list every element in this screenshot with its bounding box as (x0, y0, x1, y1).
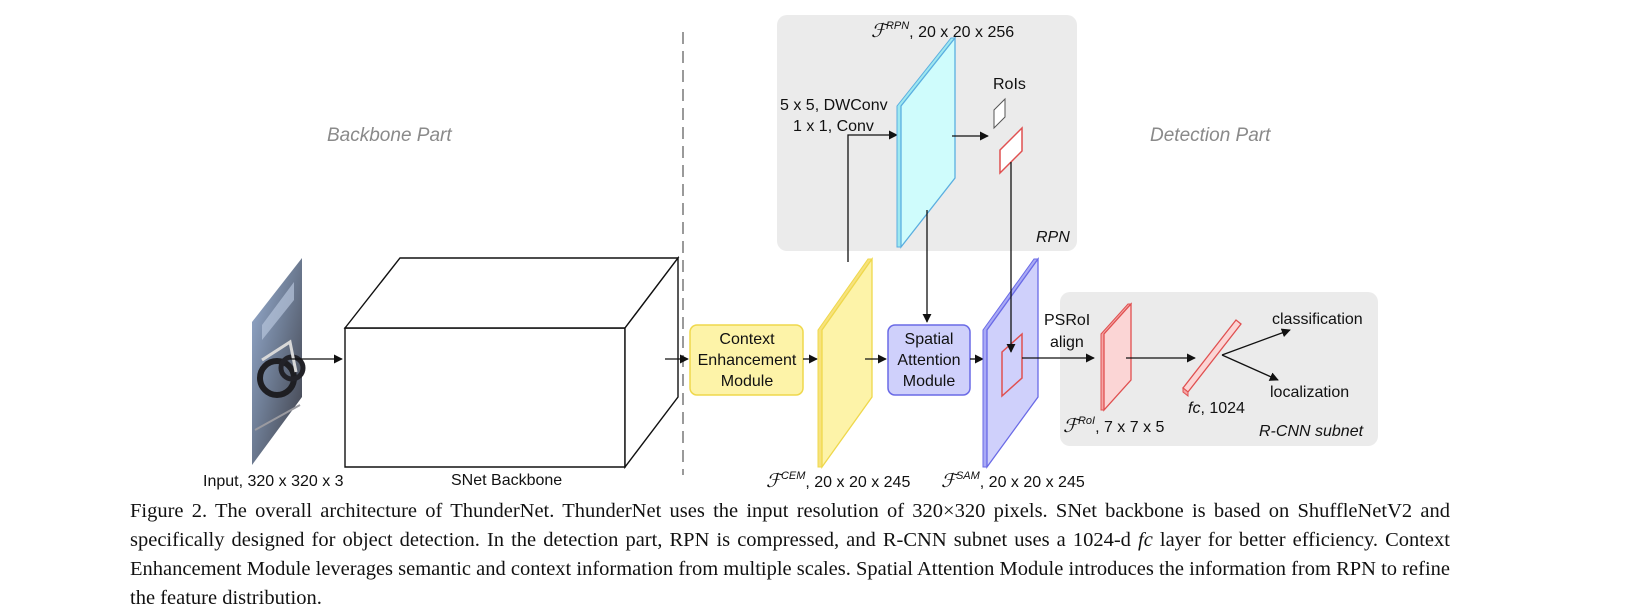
rpn-conv-line1: 5 x 5, DWConv (780, 97, 888, 114)
sam-label-line3: Module (903, 373, 956, 390)
figure-caption: Figure 2. The overall architecture of Th… (130, 497, 1450, 613)
rpn-feature-map (896, 36, 957, 249)
sam-feature-map (982, 256, 1039, 469)
arrow-to-localization (1221, 354, 1279, 381)
psroi-line2: align (1050, 334, 1084, 351)
cem-label-line1: Context (719, 331, 775, 348)
rcnn-panel-label: R-CNN subnet (1259, 423, 1364, 440)
roi-feature-label: ℱRoI, 7 x 7 x 5 (1063, 415, 1165, 437)
backbone-section-title: Backbone Part (327, 125, 452, 146)
sam-box (887, 324, 971, 396)
detection-section-title: Detection Part (1150, 125, 1271, 146)
roi-small (993, 97, 1006, 130)
cem-feature-map (817, 256, 873, 470)
cem-label-line3: Module (721, 373, 774, 390)
rpn-panel-label: RPN (1036, 229, 1070, 246)
arrow-to-classification (1221, 328, 1291, 356)
roi-feature-map (1100, 302, 1133, 412)
snet-backbone-block (343, 255, 680, 470)
input-image (252, 258, 306, 465)
caption-tail: layer for better efficiency. Context Enh… (130, 529, 1450, 609)
cem-label-line2: Enhancement (698, 352, 797, 369)
rpn-conv-line2: 1 x 1, Conv (793, 118, 874, 135)
sam-feature-label: ℱSAM, 20 x 20 x 245 (941, 470, 1085, 492)
cem-box (689, 324, 804, 396)
localization-label: localization (1270, 384, 1349, 401)
backbone-label: SNet Backbone (451, 472, 562, 489)
classification-label: classification (1272, 311, 1363, 328)
fc-label: fc, 1024 (1188, 400, 1245, 417)
architecture-diagram: Backbone Part Detection Part Input, 320 … (203, 15, 1378, 492)
arrow-cem-to-rpn (847, 130, 898, 262)
roi-large (999, 126, 1023, 175)
sam-label-line2: Attention (897, 352, 960, 369)
cem-feature-label: ℱCEM, 20 x 20 x 245 (766, 470, 910, 492)
caption-fc: fc (1138, 529, 1153, 551)
rois-label: RoIs (993, 76, 1026, 93)
psroi-line1: PSRoI (1044, 312, 1090, 329)
fc-layer (1182, 319, 1242, 398)
caption-lead: Figure 2. The overall architecture of Th… (130, 500, 1450, 551)
input-label: Input, 320 x 320 x 3 (203, 473, 344, 490)
rpn-feature-label: ℱRPN, 20 x 20 x 256 (871, 20, 1014, 42)
rcnn-panel (1060, 292, 1378, 446)
sam-label-line1: Spatial (905, 331, 954, 348)
